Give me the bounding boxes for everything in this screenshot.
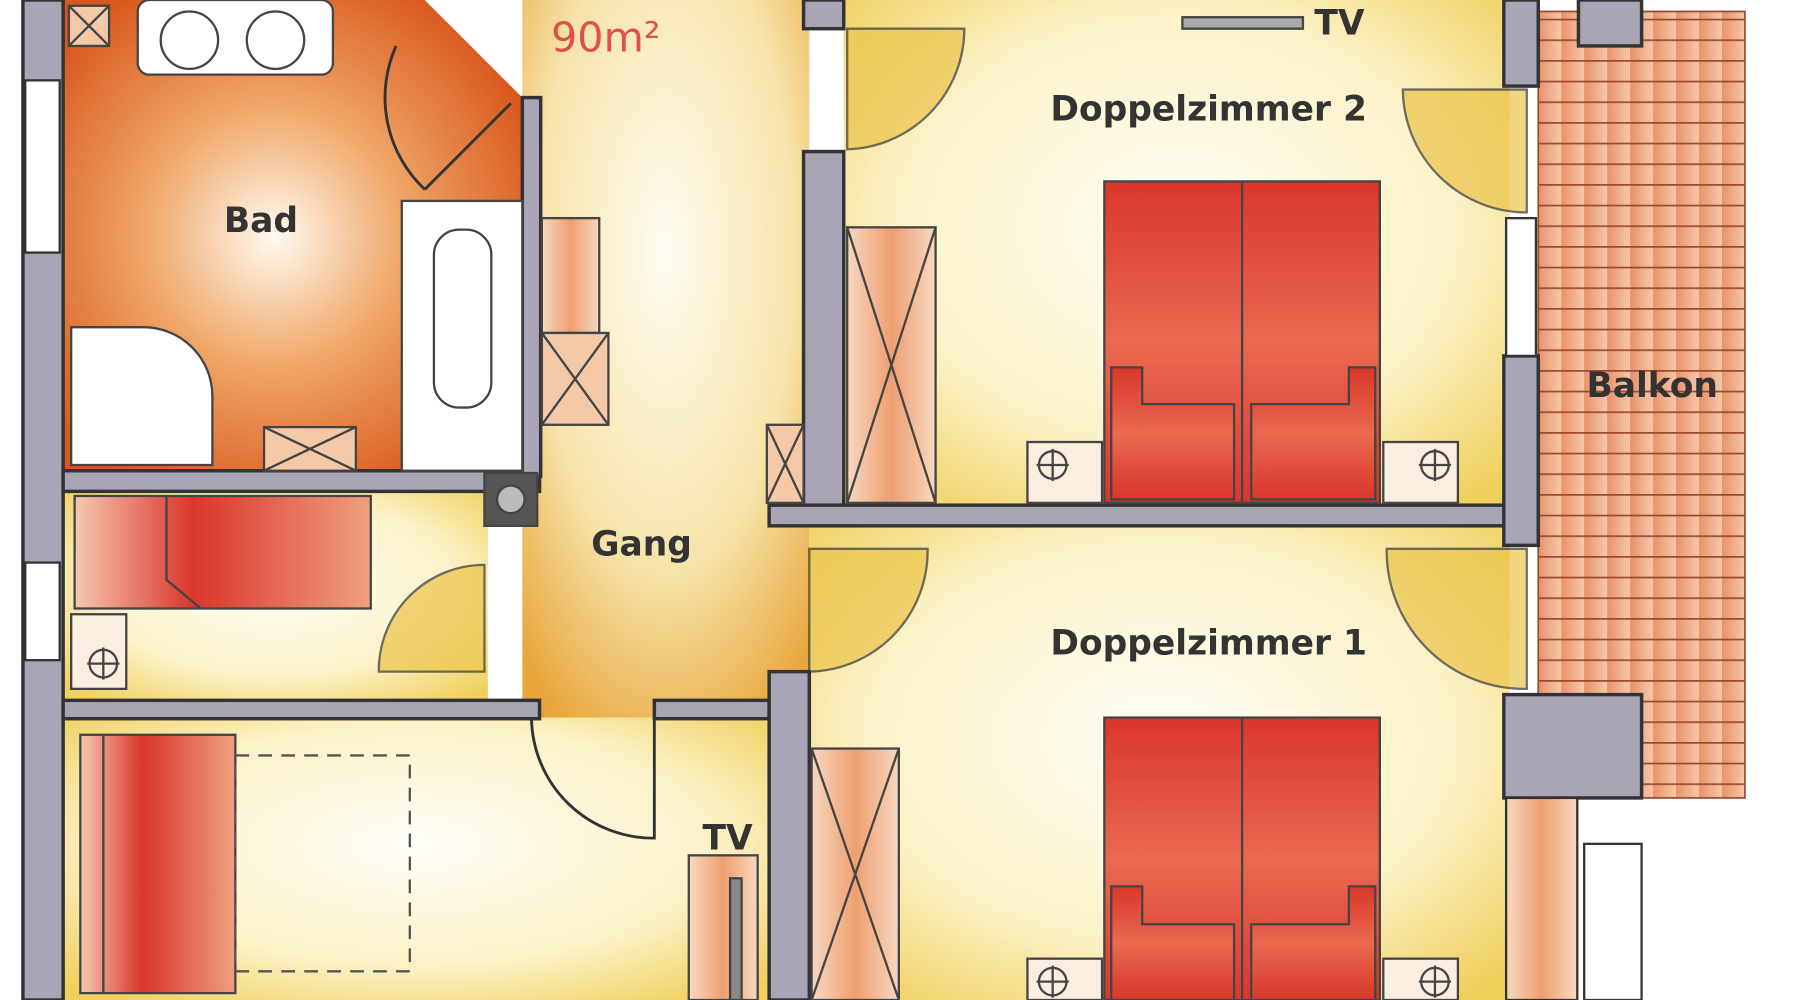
wall <box>652 698 771 721</box>
lamp-icon <box>1026 957 1104 1000</box>
single-bed <box>73 494 372 610</box>
tv-icon <box>1181 16 1305 30</box>
door-bottom-room <box>530 718 656 840</box>
wall <box>61 469 542 494</box>
shaft-icon <box>67 4 111 48</box>
window <box>1504 216 1538 358</box>
room-label-double-room-2: Doppelzimmer 2 <box>1050 90 1367 130</box>
double-bed-room-2 <box>1103 180 1381 505</box>
wall <box>1502 0 1540 88</box>
room-label-double-room-1: Doppelzimmer 1 <box>1050 623 1367 663</box>
lamp-icon <box>70 613 128 691</box>
single-bed-bottom <box>79 733 411 995</box>
door-room2-balcony <box>1401 88 1528 214</box>
wall <box>520 95 543 479</box>
lamp-icon <box>1382 440 1460 505</box>
wall <box>767 503 1529 528</box>
wardrobe <box>846 226 937 505</box>
window <box>24 79 61 254</box>
door-single-room <box>377 563 486 673</box>
wardrobe <box>810 747 901 1000</box>
balcony-floor <box>1537 10 1746 799</box>
total-area-label: 90m² <box>551 14 660 62</box>
cabinet <box>262 425 358 472</box>
door-bath <box>383 45 512 191</box>
wall <box>1576 0 1644 48</box>
room-label-balcony: Balkon <box>1586 366 1717 406</box>
wall <box>801 0 846 31</box>
shelf <box>540 216 610 426</box>
tv-icon <box>728 877 743 1000</box>
tv-label-bottom: TV <box>703 819 753 859</box>
wall <box>61 698 542 721</box>
lamp-icon <box>1382 957 1460 1000</box>
door-room1-balcony <box>1385 547 1528 691</box>
window <box>1583 842 1643 1000</box>
tv-icon <box>687 854 759 1000</box>
tv-label-top: TV <box>1314 3 1364 43</box>
window <box>24 561 61 662</box>
door-room2 <box>846 27 966 151</box>
wall <box>767 669 812 1000</box>
shaft-icon <box>483 471 539 527</box>
door-room1 <box>808 547 929 673</box>
bathtub-basin <box>432 228 493 409</box>
sink-icon <box>159 10 220 71</box>
sink-icon <box>245 10 306 71</box>
lamp-icon <box>1026 440 1104 505</box>
room-label-bath: Bad <box>224 201 298 241</box>
shower-tray <box>70 326 214 467</box>
double-bed-room-1 <box>1103 716 1381 1000</box>
wall <box>1502 354 1540 548</box>
wall <box>1502 692 1644 800</box>
shaft-icon <box>765 423 805 505</box>
room-label-hallway: Gang <box>591 525 692 565</box>
wall <box>801 149 846 527</box>
wardrobe <box>1504 796 1579 1000</box>
